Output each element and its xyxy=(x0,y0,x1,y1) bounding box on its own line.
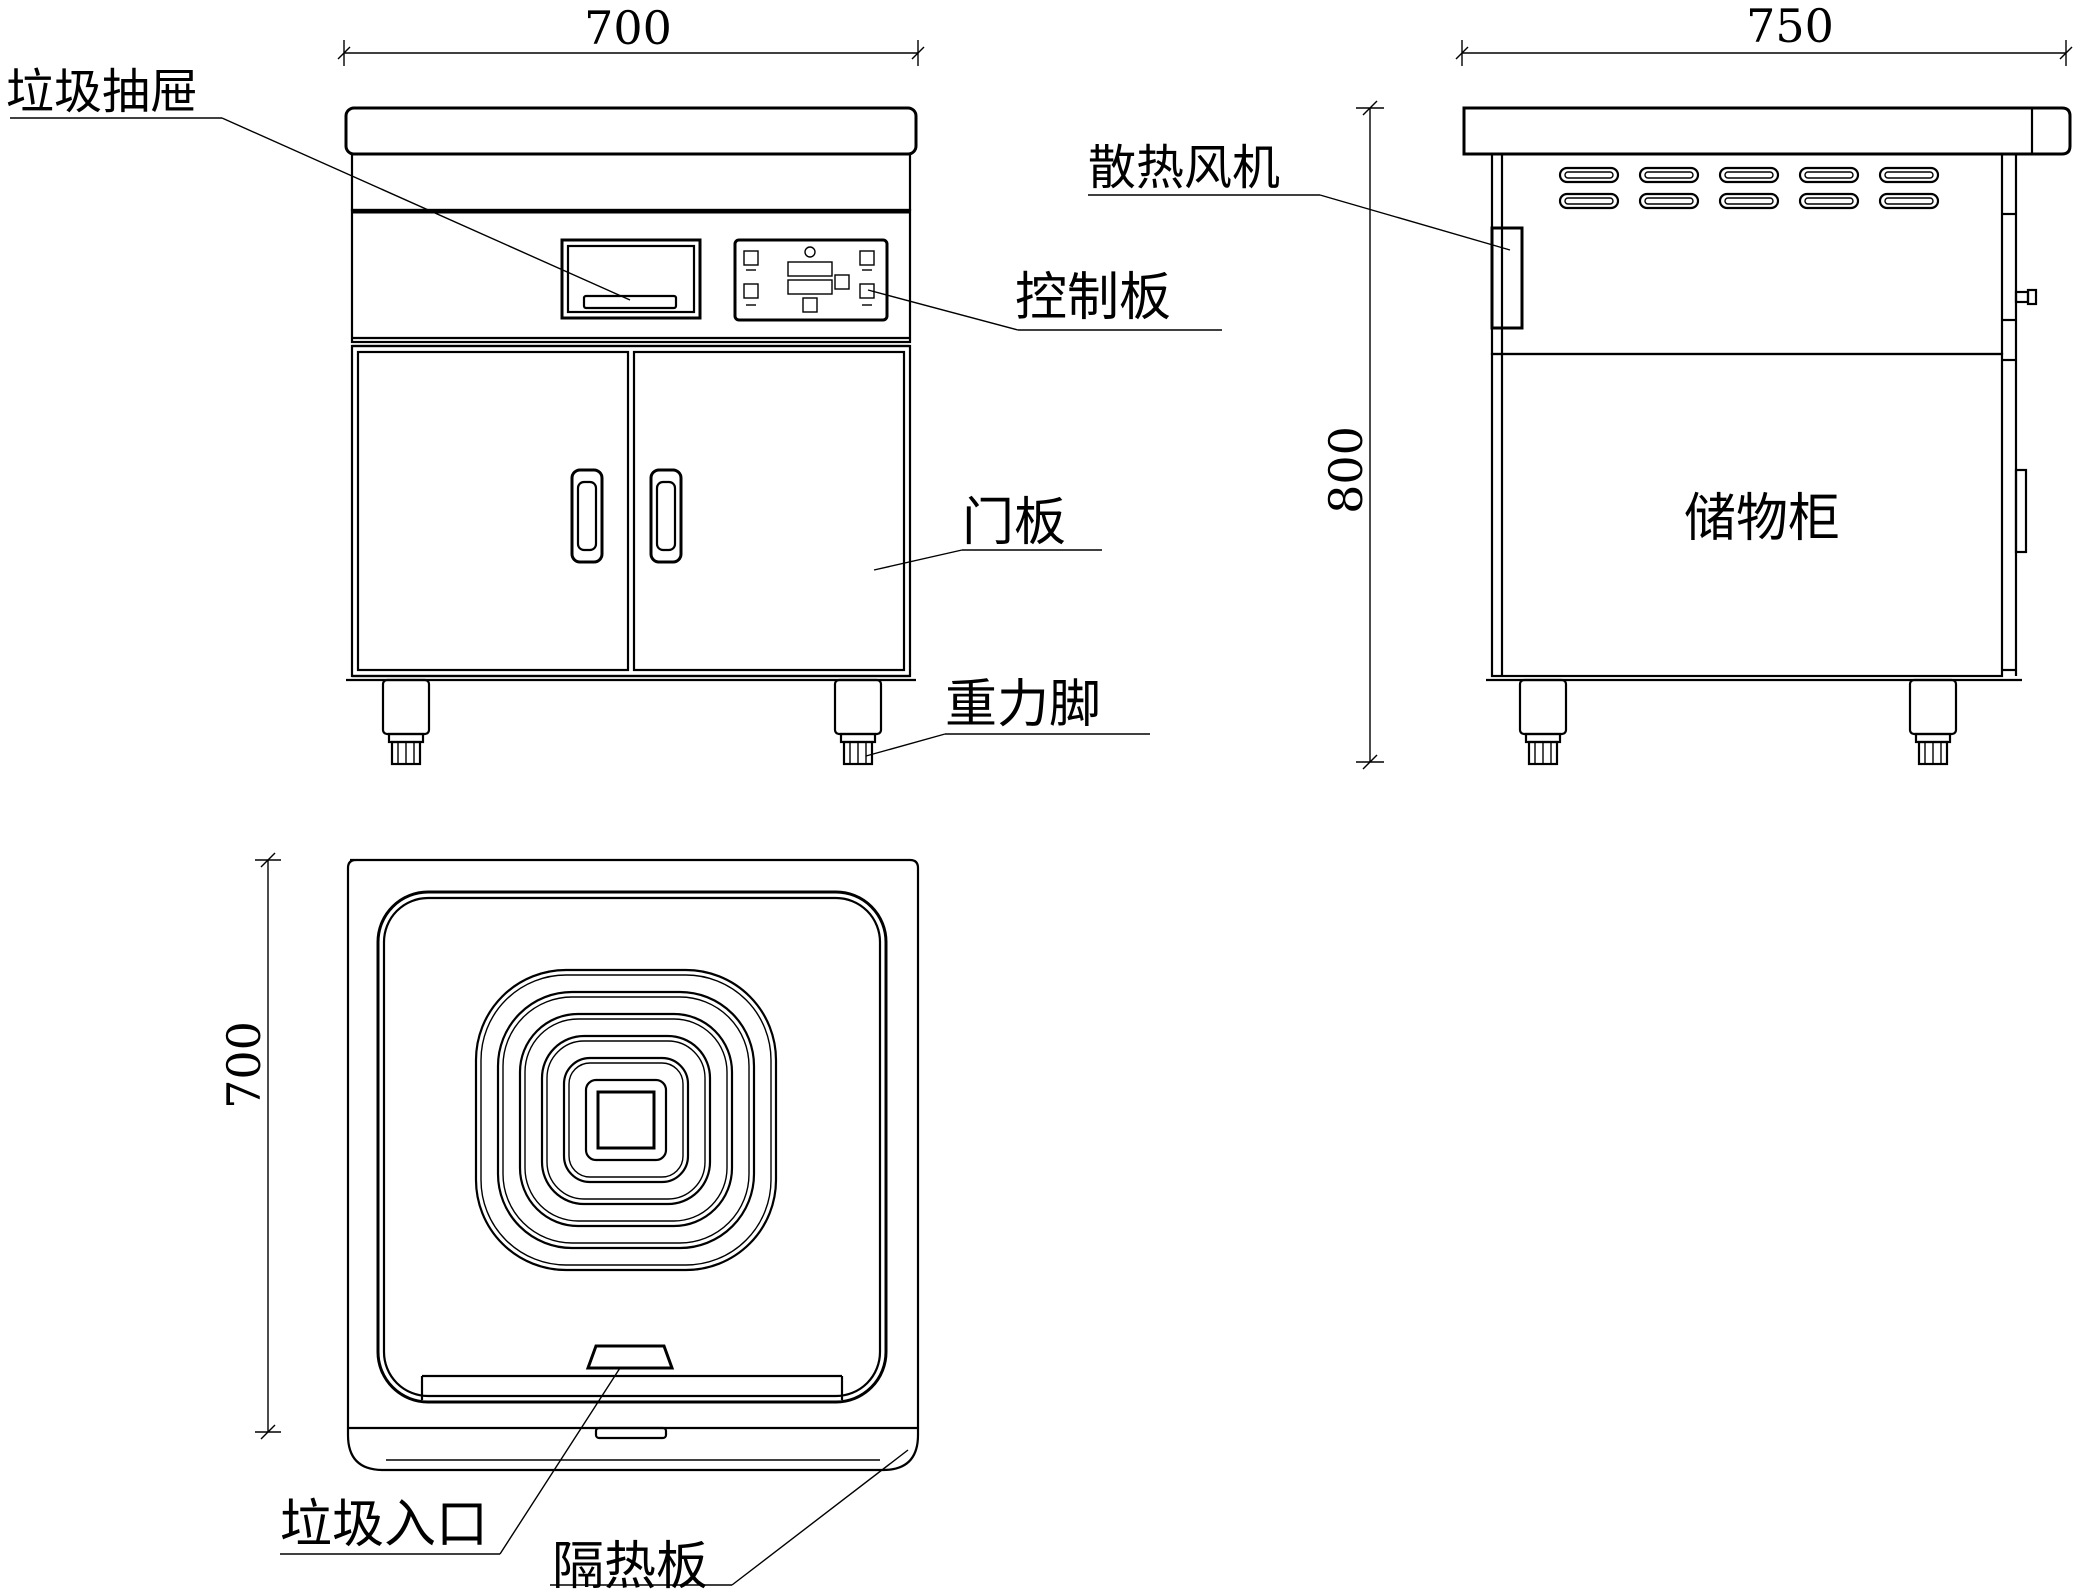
side-width-dimension: 750 xyxy=(1455,0,2073,66)
side-right-foot xyxy=(1908,678,1958,766)
trash-inlet-callout: 垃圾入口 xyxy=(280,1367,621,1555)
vent-slot xyxy=(1878,166,1940,184)
left-door xyxy=(356,350,630,672)
front-left-foot xyxy=(381,678,431,766)
heat-shield-callout: 隔热板 xyxy=(550,1449,909,1595)
door-panel-label: 门板 xyxy=(962,493,1066,553)
left-door-handle xyxy=(570,468,604,564)
trash-drawer-handle xyxy=(582,294,678,310)
vent-slot xyxy=(1718,192,1780,210)
front-upper-band xyxy=(350,152,912,212)
side-left-foot xyxy=(1518,678,1568,766)
cooling-fan-label: 散热风机 xyxy=(1088,140,1280,196)
side-door-handle xyxy=(2014,468,2028,554)
trash-drawer-label: 垃圾抽屉 xyxy=(6,64,198,120)
induction-coil xyxy=(474,968,778,1272)
front-width-value: 700 xyxy=(584,1,672,55)
side-height-dimension: 800 xyxy=(1319,100,1384,770)
vent-slot xyxy=(1798,192,1860,210)
control-panel-label: 控制板 xyxy=(1015,268,1171,328)
glass-cooktop xyxy=(376,890,888,1404)
front-control-section xyxy=(350,208,912,344)
gravity-feet-label: 重力脚 xyxy=(945,675,1101,735)
front-view: 700 xyxy=(6,1,1222,766)
storage-cabinet-body xyxy=(1490,352,2004,678)
top-outer-frame xyxy=(346,858,920,1472)
front-width-dimension: 700 xyxy=(337,1,925,66)
side-countertop xyxy=(1462,106,2072,156)
top-depth-dimension: 700 xyxy=(217,852,281,1440)
trash-inlet-label: 垃圾入口 xyxy=(280,1495,488,1555)
gravity-feet-callout: 重力脚 xyxy=(865,675,1150,757)
side-width-value: 750 xyxy=(1746,0,1834,53)
trash-drawer-front xyxy=(560,238,702,320)
right-door xyxy=(632,350,906,672)
front-cabinet-body xyxy=(350,344,912,678)
vent-slot xyxy=(1798,166,1860,184)
right-door-handle xyxy=(649,468,683,564)
control-panel-callout: 控制板 xyxy=(867,268,1222,331)
top-view: 700 xyxy=(217,852,920,1595)
vent-slot xyxy=(1638,166,1700,184)
vent-slot xyxy=(1558,192,1620,210)
control-panel xyxy=(733,238,889,322)
trash-inlet xyxy=(585,1344,675,1370)
front-countertop xyxy=(344,106,918,156)
front-right-foot xyxy=(833,678,883,766)
vent-slot xyxy=(1878,192,1940,210)
control-panel-frame xyxy=(733,238,889,322)
cooling-fan-callout: 散热风机 xyxy=(1088,140,1511,251)
top-depth-value: 700 xyxy=(217,1021,271,1109)
vent-slot xyxy=(1558,166,1620,184)
side-view: 750 800 xyxy=(1088,0,2073,770)
storage-cabinet-label: 储物柜 xyxy=(1684,489,1840,549)
side-height-value: 800 xyxy=(1319,426,1373,514)
vent-slots xyxy=(1558,166,1940,210)
vent-slot xyxy=(1718,166,1780,184)
vent-slot xyxy=(1638,192,1700,210)
cooling-fan-cover xyxy=(1490,226,1524,330)
door-panel-callout: 门板 xyxy=(873,493,1102,571)
heat-shield-label: 隔热板 xyxy=(552,1537,708,1595)
trash-drawer xyxy=(560,238,702,320)
side-upper-body xyxy=(1490,152,2004,356)
trash-drawer-callout: 垃圾抽屉 xyxy=(6,64,631,301)
